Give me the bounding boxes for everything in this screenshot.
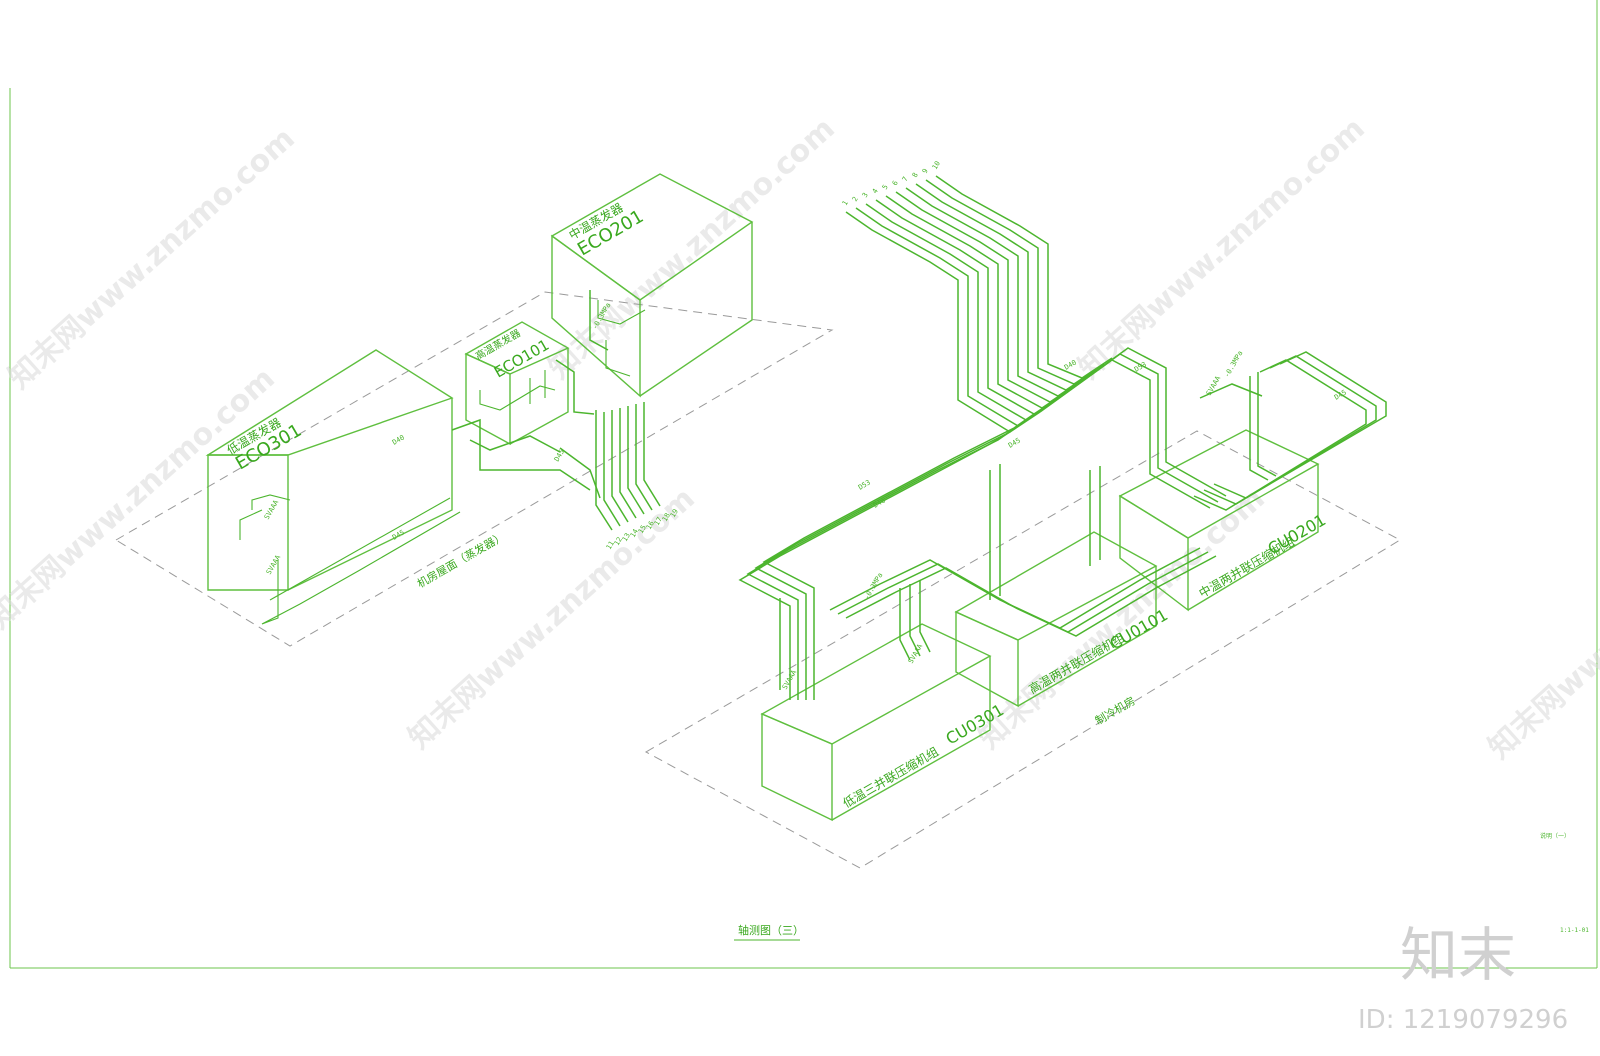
machine-room-outline (644, 430, 1402, 869)
pipe-number: 14 (629, 528, 640, 539)
pipe-number: 4 (871, 187, 880, 195)
cu0201-code: CU0201 (1265, 510, 1330, 558)
pipe-number: 17 (653, 516, 664, 527)
title-block: 轴测图（三） 说明（一） 1:1-1-01 (734, 832, 1589, 941)
label-sv-left: SVAAA (263, 498, 281, 521)
cu0101-box: 高温两并联压缩机组 CU0101 (954, 531, 1171, 708)
pipe-number: 8 (911, 171, 920, 179)
label-pressure-lower: -0.3MPa (863, 571, 885, 601)
eco101-box: 高温蒸发器 ECO101 (464, 321, 570, 446)
area-outlines (115, 291, 1402, 869)
pipe-number: 16 (645, 520, 656, 531)
pipe-number: 6 (891, 179, 900, 187)
label-d53-lower: D53 (857, 478, 872, 491)
left-pipe-numbers: 11 12 13 14 15 16 17 18 19 (605, 508, 680, 551)
lower-pipe-bundle: D53 D40 D45 SVAAA SVAAA -0.3MPa (738, 413, 1217, 700)
pipe-number: 1 (841, 199, 850, 207)
pipe-number: 2 (851, 195, 860, 203)
right-pipe-bundle: -0.3MPa SVAAA D53 D40 D45 (1039, 347, 1387, 511)
pipe-number: 11 (605, 540, 616, 551)
label-pressure-right: -0.3MPa (1223, 349, 1245, 379)
pipe-number: 12 (613, 536, 624, 547)
cu0301-box: 低温三并联压缩机组 CU0301 (760, 623, 1007, 822)
id-label: ID: 1219079296 (1358, 1005, 1568, 1035)
cu0301-name: 低温三并联压缩机组 (840, 744, 941, 811)
watermark-7: 知末网www.znzmo.com (1482, 491, 1600, 766)
machine-room-label: 制冷机房 (1093, 693, 1138, 727)
watermark-6: 知末网www.znzmo.com (972, 481, 1272, 756)
pipe-number: 13 (621, 532, 632, 543)
pipe-number: 10 (931, 160, 942, 171)
brand-logo: 知末 (1400, 921, 1516, 989)
top-pipe-bundle (845, 175, 1113, 433)
machine-room-top-label: 机房屋面（蒸发器） (415, 529, 508, 591)
corner-note: 说明（一） (1540, 832, 1570, 840)
pipe-number: 15 (637, 524, 648, 535)
label-d40-left: D40 (391, 433, 406, 446)
label-sv-left-2: SVAAA (265, 553, 283, 576)
pipe-number: 19 (669, 508, 680, 519)
brand-stamp: 知末 ID: 1219079296 (1358, 921, 1568, 1035)
pipe-number: 5 (881, 183, 890, 191)
pipe-number: 7 (901, 175, 910, 183)
top-pipe-numbers: 1 2 3 4 5 6 7 8 9 10 (841, 160, 942, 207)
pipe-number: 18 (661, 512, 672, 523)
label-d45-lower: D45 (1007, 436, 1022, 449)
label-sv-right: SVAAA (1205, 374, 1223, 397)
watermark-4: 知末网www.znzmo.com (0, 361, 282, 636)
pipe-number: 9 (921, 167, 930, 175)
label-sv-lower-2: SVAAA (907, 642, 925, 665)
pipe-number: 3 (861, 191, 870, 199)
drawing-title: 轴测图（三） (738, 923, 804, 937)
watermark-1: 知末网www.znzmo.com (2, 121, 302, 396)
watermark-3: 知末网www.znzmo.com (1072, 111, 1372, 386)
drawing-frame (9, 0, 1598, 969)
sheet-number: 1:1-1-01 (1560, 927, 1589, 934)
machine-room-top-outline (115, 291, 834, 647)
